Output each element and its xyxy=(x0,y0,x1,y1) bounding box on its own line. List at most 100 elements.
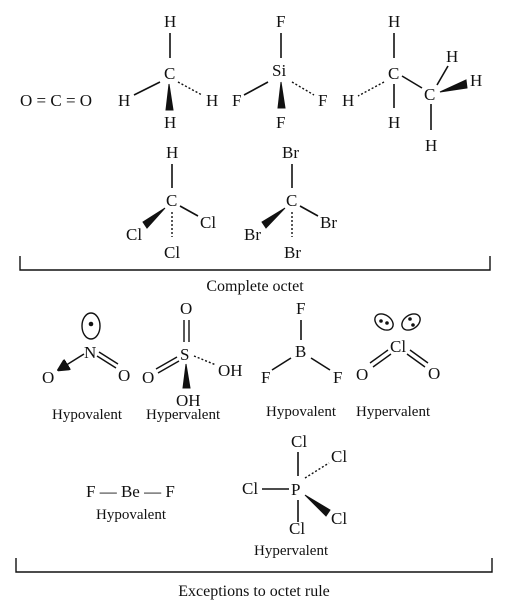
exceptions-caption: Exceptions to octet rule xyxy=(178,583,330,600)
h2so4-double-left-a xyxy=(155,356,178,370)
chcl3-cl-left: Cl xyxy=(126,225,142,244)
sif4-bond-hashed xyxy=(291,81,315,96)
ch4-h-left: H xyxy=(118,91,130,110)
bf3-f-top: F xyxy=(296,299,305,318)
clo2-double-left-a xyxy=(369,349,389,364)
chloroform-molecule: H C Cl Cl Cl xyxy=(126,143,216,262)
clo2-electron-3 xyxy=(408,317,412,321)
bf3-label: Hypovalent xyxy=(266,404,337,420)
chcl3-h: H xyxy=(166,143,178,162)
co2-molecule: O = C = O xyxy=(20,91,92,110)
clo2-electron-4 xyxy=(411,323,415,327)
c2h6-h-top: H xyxy=(388,12,400,31)
no2-unpaired-electron xyxy=(88,321,94,327)
c2h6-c2: C xyxy=(424,85,435,104)
h2so4-bond-hashed xyxy=(193,355,217,366)
h2so4-oh-bottom: OH xyxy=(176,391,201,410)
clo2-double-left-b xyxy=(372,353,392,368)
chcl3-bond-wedge xyxy=(142,207,166,229)
sif4-molecule: F Si F F F xyxy=(232,12,327,132)
sif4-bond-wedge xyxy=(277,81,286,109)
c2h6-h-c2-right: H xyxy=(470,71,482,90)
c2h6-bond-hashed-left xyxy=(357,81,385,97)
no2-o-right: O xyxy=(118,366,130,385)
clo2-o-left: O xyxy=(356,365,368,384)
pcl5-cl-lower-right: Cl xyxy=(331,509,347,528)
h2so4-molecule: O S O OH OH xyxy=(142,299,243,410)
pcl5-cl-upper-right: Cl xyxy=(331,447,347,466)
complete-octet-bracket xyxy=(19,256,491,271)
chcl3-bond-right xyxy=(179,205,199,217)
no2-label: Hypovalent xyxy=(52,407,123,423)
clo2-lone-pair-left xyxy=(374,313,394,331)
c2h6-h-left: H xyxy=(342,91,354,110)
pcl5-label: Hypervalent xyxy=(254,543,329,559)
ethane-molecule: H C H H C H H H xyxy=(342,12,482,155)
bf3-bond-right xyxy=(310,357,331,371)
ch4-h-bottom: H xyxy=(164,113,176,132)
cbr4-molecule: Br C Br Br Br xyxy=(244,143,337,262)
clo2-label: Hypervalent xyxy=(356,404,431,420)
bf3-bond-left xyxy=(271,357,292,371)
pcl5-p: P xyxy=(291,480,300,499)
pcl5-cl-left: Cl xyxy=(242,479,258,498)
pcl5-cl-bottom: Cl xyxy=(289,519,305,538)
bef2-molecule: F — Be — F Hypovalent xyxy=(86,482,175,523)
bef2-label: Hypovalent xyxy=(96,507,167,523)
cbr4-br-right: Br xyxy=(320,213,337,232)
cbr4-c: C xyxy=(286,191,297,210)
sif4-bond-left xyxy=(243,81,269,96)
no2-lone-orbital xyxy=(81,312,101,340)
ch4-bond-hashed xyxy=(177,81,203,96)
clo2-lone-pair-right xyxy=(401,313,421,331)
h2so4-s: S xyxy=(180,345,189,364)
cbr4-br-top: Br xyxy=(282,143,299,162)
c2h6-bond-c2-top xyxy=(436,65,449,86)
sif4-f-top: F xyxy=(276,12,285,31)
exceptions-bracket xyxy=(15,558,493,573)
c2h6-c1: C xyxy=(388,64,399,83)
clo2-double-right-b xyxy=(406,353,426,368)
clo2-o-right: O xyxy=(428,364,440,383)
ch4-h-top: H xyxy=(164,12,176,31)
chcl3-cl-right: Cl xyxy=(200,213,216,232)
c2h6-bond-cc xyxy=(401,75,423,89)
bf3-f-right: F xyxy=(333,368,342,387)
clo2-molecule: Cl O O xyxy=(356,313,440,384)
no2-coordinate-bond xyxy=(60,353,85,369)
h2so4-o-top: O xyxy=(180,299,192,318)
clo2-electron-1 xyxy=(379,319,383,323)
sif4-si: Si xyxy=(272,61,286,80)
clo2-electron-2 xyxy=(385,321,389,325)
no2-double-bond-b xyxy=(96,355,117,369)
sif4-f-right: F xyxy=(318,91,327,110)
h2so4-bond-wedge xyxy=(182,363,191,389)
c2h6-h-c2-top: H xyxy=(446,47,458,66)
sif4-f-bottom: F xyxy=(276,113,285,132)
ch4-bond-wedge xyxy=(165,83,174,111)
cbr4-br-bottom: Br xyxy=(284,243,301,262)
methane-molecule: H C H H H xyxy=(118,12,218,132)
c2h6-h-c2-bottom: H xyxy=(425,136,437,155)
h2so4-oh-right: OH xyxy=(218,361,243,380)
no2-double-bond-a xyxy=(98,351,119,365)
c2h6-h-c1-bottom: H xyxy=(388,113,400,132)
no2-o-left: O xyxy=(42,368,54,387)
cbr4-bond-wedge xyxy=(261,207,286,229)
complete-octet-caption: Complete octet xyxy=(206,278,304,295)
ch4-bond-left xyxy=(133,81,161,96)
ch4-h-right: H xyxy=(206,91,218,110)
cbr4-br-left: Br xyxy=(244,225,261,244)
chcl3-cl-bottom: Cl xyxy=(164,243,180,262)
pcl5-molecule: Cl Cl Cl P Cl Cl Hypervalent xyxy=(242,432,347,559)
c2h6-bond-wedge xyxy=(439,79,468,93)
pcl5-bond-wedge xyxy=(304,494,331,517)
cbr4-bond-right xyxy=(299,205,319,217)
h2so4-label: Hypervalent xyxy=(146,407,221,423)
bef2-formula: F — Be — F xyxy=(86,482,175,501)
h2so4-double-left-b xyxy=(157,360,180,374)
bf3-f-left: F xyxy=(261,368,270,387)
chcl3-c: C xyxy=(166,191,177,210)
